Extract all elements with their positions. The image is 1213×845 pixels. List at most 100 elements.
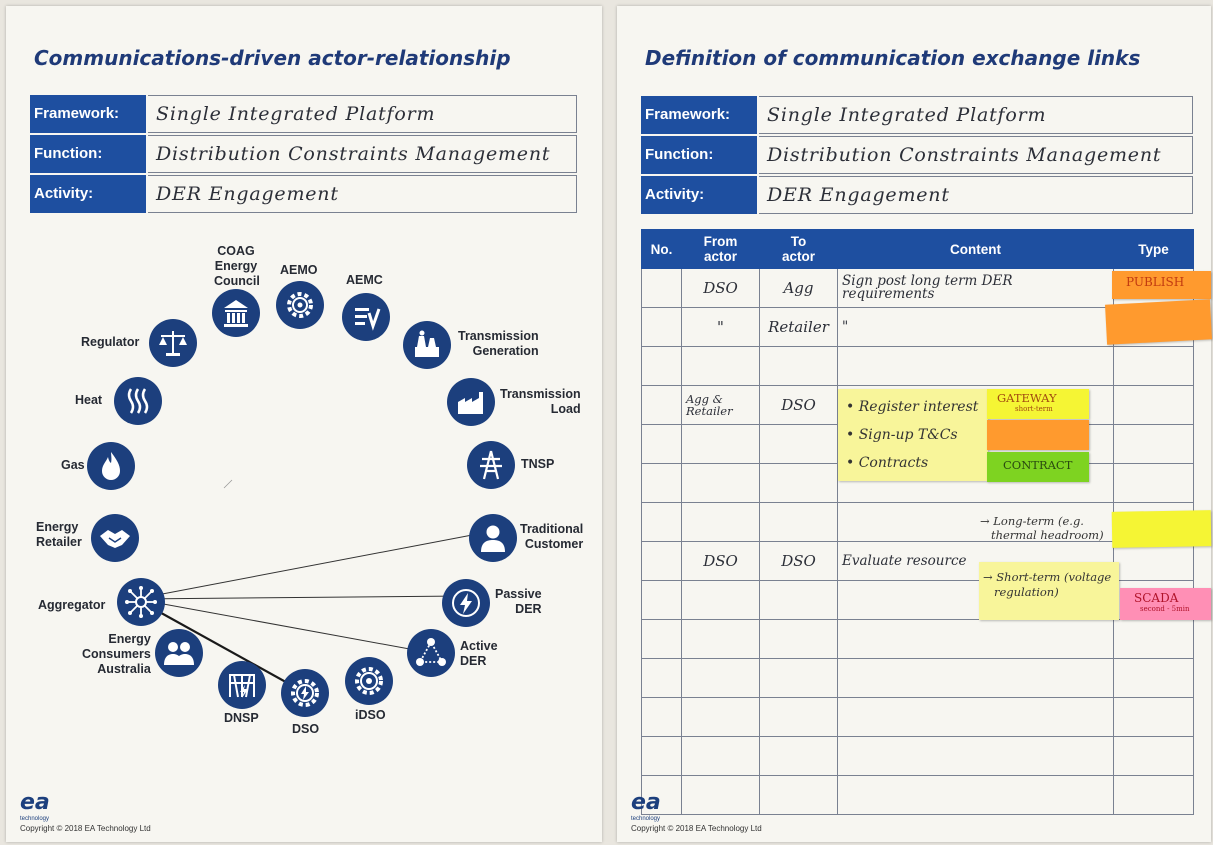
ea-technology-logo-subtext: technology	[20, 816, 50, 822]
cell-to	[759, 658, 838, 698]
label-active-der: Active DER	[460, 639, 498, 668]
cell-type	[1113, 385, 1194, 425]
sticky-sign-up: • Sign-up T&Cs	[846, 427, 958, 443]
cell-from	[681, 619, 760, 659]
cell-from	[681, 463, 760, 503]
cell-from	[681, 697, 760, 737]
label-aemc: AEMC	[346, 273, 383, 287]
cell-no	[641, 385, 682, 425]
header-no: No.	[641, 229, 682, 269]
header-from-actor: From actor	[681, 229, 760, 269]
activity-label: Activity:	[641, 176, 757, 214]
cell-to	[759, 736, 838, 776]
link-aggregator-dso	[135, 598, 303, 692]
left-poster-title: Communications-driven actor-relationship	[34, 46, 511, 70]
cell-from: DSO	[681, 268, 760, 308]
copyright-text: Copyright © 2018 EA Technology Ltd	[631, 824, 762, 833]
cell-no	[641, 736, 682, 776]
label-idso: iDSO	[355, 708, 386, 722]
ea-technology-logo: ea	[631, 790, 661, 815]
table-row	[641, 658, 1194, 698]
header-content: Content	[837, 229, 1114, 269]
meta-row-function: Function: Distribution Constraints Manag…	[641, 136, 1193, 176]
header-type: Type	[1113, 229, 1194, 269]
function-value: Distribution Constraints Management	[759, 136, 1193, 174]
function-label: Function:	[641, 136, 757, 174]
link-aggregator-traditional-customer	[135, 531, 489, 600]
cell-to: DSO	[759, 385, 838, 425]
cell-from	[681, 502, 760, 542]
cell-from: Agg & Retailer	[681, 385, 760, 425]
sticky-contracts: • Contracts	[846, 455, 929, 471]
government-building-icon	[212, 289, 260, 337]
label-aggregator: Aggregator	[38, 598, 106, 612]
table-row	[641, 346, 1194, 386]
cell-content	[837, 697, 1114, 737]
cell-no	[641, 424, 682, 464]
table-header-row: No. From actor To actor Content Type	[641, 229, 1194, 269]
factory-icon	[447, 378, 495, 426]
framework-value: Single Integrated Platform	[759, 96, 1193, 134]
cell-type	[1113, 775, 1194, 815]
cell-type	[1113, 463, 1194, 503]
copyright-text: Copyright © 2018 EA Technology Ltd	[20, 824, 151, 833]
scales-icon	[149, 319, 197, 367]
gear-icon	[345, 657, 393, 705]
cell-to	[759, 580, 838, 620]
cell-from	[681, 580, 760, 620]
note-long-term: → Long-term (e.g. thermal headroom)	[980, 514, 1104, 542]
cell-content: Evaluate resource	[837, 541, 1114, 581]
cell-to: Agg	[759, 268, 838, 308]
label-coag-energy-council: COAG Energy Council	[214, 244, 260, 288]
cell-content	[837, 346, 1114, 386]
flame-icon	[87, 442, 135, 490]
cell-content	[837, 736, 1114, 776]
cell-type	[1113, 424, 1194, 464]
cell-to	[759, 463, 838, 503]
header-to-actor: To actor	[759, 229, 838, 269]
cell-content: Sign post long term DER requirements	[837, 268, 1114, 308]
cell-to	[759, 619, 838, 659]
network-hub-icon	[117, 578, 165, 626]
label-regulator: Regulator	[81, 335, 140, 349]
label-tnsp: TNSP	[521, 457, 555, 471]
gear-lightning-icon	[281, 669, 329, 717]
ea-technology-logo: ea	[20, 790, 50, 815]
cell-from: "	[681, 307, 760, 347]
label-aemo: AEMO	[280, 263, 318, 277]
meta-row-activity: Activity: DER Engagement	[641, 176, 1193, 216]
cell-from	[681, 658, 760, 698]
substation-icon	[218, 661, 266, 709]
cell-no	[641, 346, 682, 386]
label-transmission-load: Transmission Load	[500, 387, 581, 416]
cell-no	[641, 307, 682, 347]
right-meta-table: Framework: Single Integrated Platform Fu…	[641, 96, 1193, 216]
cell-type	[1113, 658, 1194, 698]
cell-type	[1113, 346, 1194, 386]
label-traditional-customer: Traditional Customer	[520, 522, 584, 551]
cell-no	[641, 502, 682, 542]
triangle-nodes-icon	[407, 629, 455, 677]
sticky-yellow-engagement: • Register interest • Sign-up T&Cs • Con…	[838, 389, 988, 481]
sticky-publish: PUBLISH	[1112, 271, 1211, 299]
sticky-scada-sub: second - 5min	[1140, 605, 1190, 613]
cell-no	[641, 463, 682, 503]
cell-to	[759, 775, 838, 815]
list-check-icon	[342, 293, 390, 341]
sticky-orange-gateway-blank	[987, 420, 1089, 450]
table-row	[641, 736, 1194, 776]
power-plant-icon	[403, 321, 451, 369]
table-row	[641, 619, 1194, 659]
right-poster-title: Definition of communication exchange lin…	[645, 46, 1141, 70]
gear-icon	[276, 281, 324, 329]
function-value: Distribution Constraints Management	[148, 135, 577, 173]
meta-row-function: Function: Distribution Constraints Manag…	[30, 135, 577, 175]
actor-relationship-diagram: COAG Energy Council AEMO AEMC Regulator …	[6, 6, 602, 842]
cell-from	[681, 775, 760, 815]
cell-from	[681, 346, 760, 386]
label-passive-der: Passive DER	[495, 587, 542, 616]
cell-no	[641, 619, 682, 659]
cell-from	[681, 424, 760, 464]
sticky-short-term: → Short-term (voltage regulation)	[979, 562, 1119, 620]
sticky-gateway-label: GATEWAY	[997, 391, 1057, 405]
